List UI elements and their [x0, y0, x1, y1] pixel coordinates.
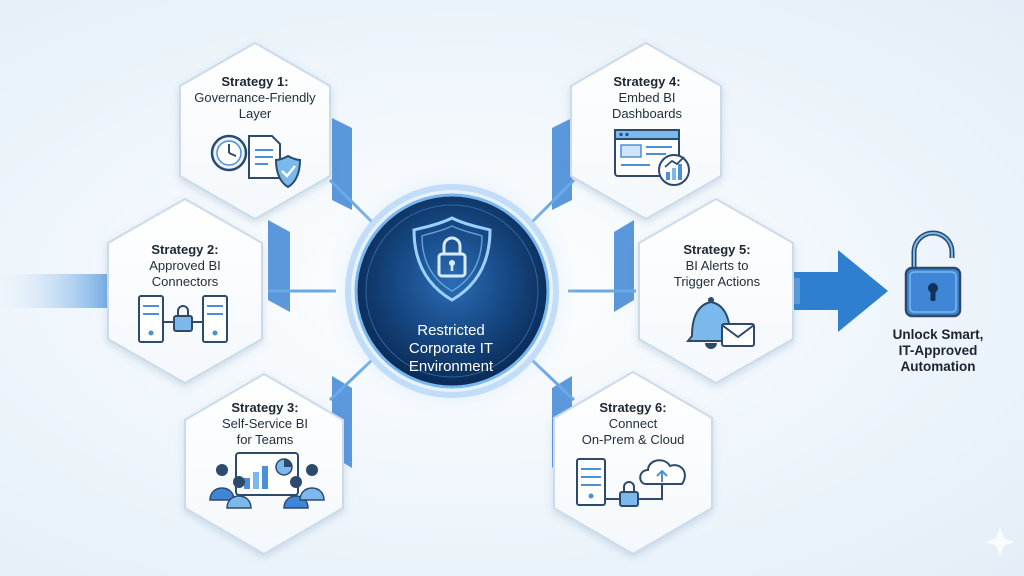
outcome-arrow: [790, 250, 888, 332]
strategy-4-label: Strategy 4: Embed BI Dashboards: [572, 74, 722, 122]
unlocked-padlock-icon: [904, 230, 962, 318]
strategy-1-description: Governance-Friendly Layer: [194, 90, 316, 121]
strategy-4-title: Strategy 4:: [613, 74, 681, 89]
strategy-3-title: Strategy 3:: [231, 400, 299, 415]
incoming-flow-band: [0, 274, 120, 308]
team-dashboard-icon: [209, 452, 325, 509]
browser-chart-icon: [614, 129, 690, 186]
hub-label: Restricted Corporate IT Environment: [408, 322, 494, 375]
hexagon-strategy-6: [553, 370, 713, 556]
strategy-2-title: Strategy 2:: [151, 242, 219, 257]
hexagon-strategy-2: [107, 197, 263, 385]
servers-lock-icon: [138, 295, 228, 343]
strategy-5-title: Strategy 5:: [683, 242, 751, 257]
strategy-6-description: Connect On-Prem & Cloud: [581, 416, 685, 447]
strategy-3-label: Strategy 3: Self-Service BI for Teams: [190, 400, 340, 448]
clock-document-shield-icon: [210, 134, 302, 189]
shield-lock-icon: [412, 216, 492, 302]
strategy-2-description: Approved BI Connectors: [149, 258, 221, 289]
hub-outer-ring: [345, 184, 559, 398]
strategy-4-description: Embed BI Dashboards: [611, 90, 683, 121]
strategy-6-label: Strategy 6: Connect On-Prem & Cloud: [558, 400, 708, 448]
bell-mail-icon: [685, 297, 755, 349]
strategy-3-description: Self-Service BI for Teams: [222, 416, 308, 447]
strategy-1-title: Strategy 1:: [221, 74, 289, 89]
hexagon-strategy-5: [638, 197, 794, 385]
hexagon-strategy-1: [179, 41, 331, 221]
strategy-5-label: Strategy 5: BI Alerts to Trigger Actions: [642, 242, 792, 290]
strategy-5-description: BI Alerts to Trigger Actions: [673, 258, 761, 289]
sparkle-watermark: [986, 528, 1014, 556]
strategy-2-label: Strategy 2: Approved BI Connectors: [110, 242, 260, 290]
outcome-label: Unlock Smart, IT-Approved Automation: [892, 327, 984, 374]
strategy-6-title: Strategy 6:: [599, 400, 667, 415]
server-cloud-icon: [576, 458, 686, 507]
strategy-1-label: Strategy 1: Governance-Friendly Layer: [180, 74, 330, 122]
